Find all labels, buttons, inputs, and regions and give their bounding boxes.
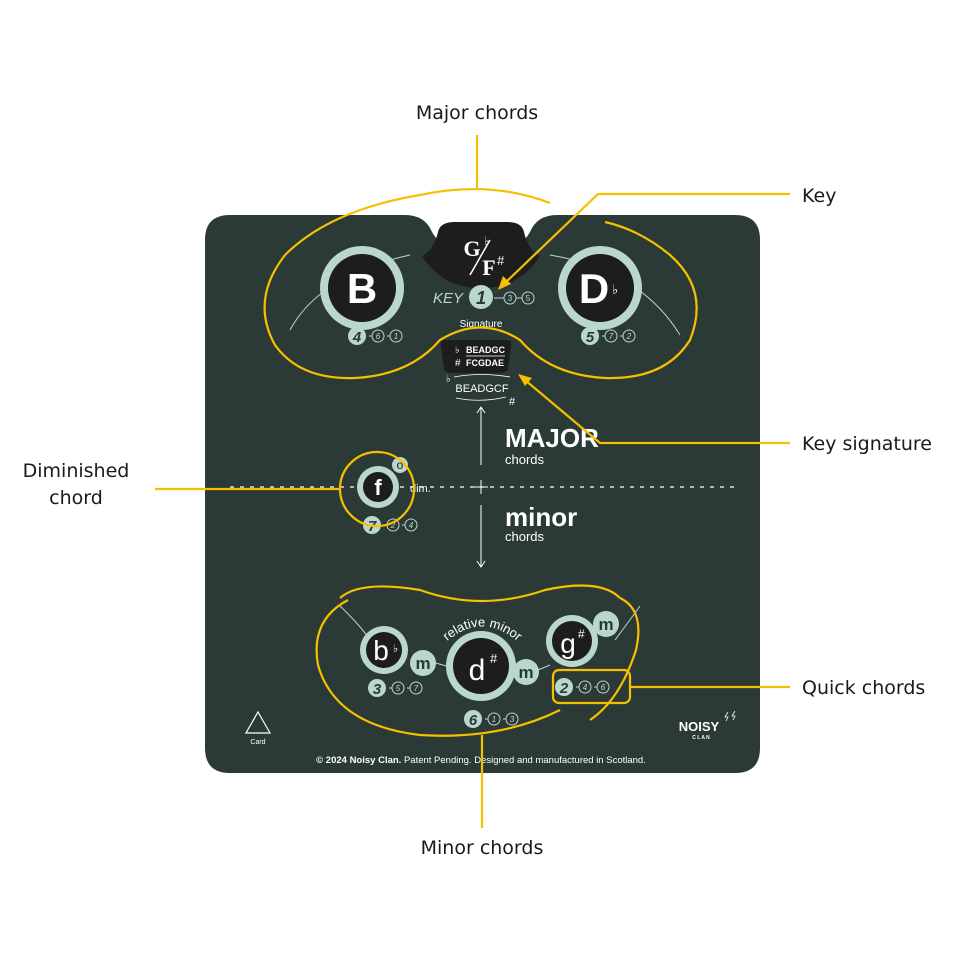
key-degree-1 — [469, 285, 493, 309]
order-flat: ♭ — [446, 374, 451, 385]
minor-outline-right — [589, 597, 640, 721]
order-notes: BEADGCF — [455, 383, 508, 395]
key-tab-top-acc: ♭ — [484, 234, 490, 248]
minor-m: m — [598, 615, 613, 634]
degree: 6 — [469, 712, 478, 729]
footer: © 2024 Noisy Clan. Patent Pending. Desig… — [316, 755, 646, 766]
card — [205, 215, 760, 773]
label-key-signature: Key signature — [802, 433, 932, 455]
key-signature-box — [440, 340, 512, 373]
chord-label: f — [374, 475, 382, 500]
chord-acc: ♭ — [612, 282, 618, 297]
degree: 7 — [609, 332, 614, 341]
degree: 5 — [586, 329, 595, 346]
sharp-order: FCGDAE — [466, 358, 504, 368]
chord-acc: # — [490, 651, 498, 666]
key-tab-bottom-acc: # — [497, 253, 505, 268]
degree: 1 — [394, 332, 398, 341]
bolt-icon — [724, 710, 736, 722]
label-minor-chords: Minor chords — [421, 837, 544, 859]
major-title: MAJOR — [505, 423, 599, 453]
degree: 2 — [626, 332, 632, 341]
degree: 7 — [414, 684, 419, 693]
degree: 1 — [492, 715, 496, 724]
quick-chord-degrees: 6 1 3 — [464, 710, 519, 729]
label-diminished-2: chord — [49, 487, 103, 509]
key-tab-bottom: F — [482, 255, 495, 280]
brand-logo-sub: C L A N — [692, 735, 710, 741]
chord-label: B — [347, 265, 377, 312]
minor-title: minor — [505, 502, 577, 532]
slash — [469, 239, 491, 276]
minor-m: m — [415, 654, 430, 673]
quick-chord-degrees: 4 6 1 — [348, 327, 403, 346]
label-key: Key — [802, 185, 836, 207]
flat-symbol: ♭ — [455, 345, 460, 356]
dim-symbol: o — [397, 458, 404, 472]
quick-chord-degrees: 2 4 6 — [555, 678, 610, 697]
minor-sub: chords — [505, 529, 545, 544]
major-sub: chords — [505, 452, 545, 467]
degree: 3 — [373, 681, 382, 698]
degree: 3 — [510, 715, 515, 724]
degree: 3 — [508, 294, 513, 303]
label-quick-chords: Quick chords — [802, 677, 925, 699]
major-chords-outline — [263, 187, 698, 380]
chord-acc: ♭ — [393, 643, 398, 655]
degree: 4 — [583, 683, 588, 692]
recycle-icon — [244, 710, 272, 734]
sharp-symbol: # — [455, 358, 461, 369]
label-diminished: Diminished — [23, 460, 130, 482]
degree: 6 — [601, 683, 606, 692]
degree: 4 — [352, 329, 362, 346]
flat-order: BEADGC — [466, 345, 506, 355]
annotations — [155, 135, 790, 828]
chord-label: D — [579, 265, 609, 312]
key-label: KEY — [433, 290, 464, 307]
key-tab-top: G — [463, 236, 480, 261]
degree: 5 — [526, 294, 531, 303]
degree: 1 — [476, 288, 486, 308]
order-sharp: # — [509, 396, 516, 408]
degree: 5 — [396, 684, 401, 693]
quick-chord-degrees: 3 5 7 — [368, 679, 423, 698]
quick-chord-degrees: 5 7 2 — [581, 327, 636, 346]
recycle-label: Card — [250, 739, 265, 746]
chord-label: d — [469, 654, 486, 687]
degree: 4 — [409, 521, 414, 530]
chord-label: b — [373, 635, 389, 666]
chord-acc: # — [578, 627, 585, 641]
signature-label: Signature — [460, 319, 503, 330]
dim-label: dim. — [410, 483, 431, 495]
minor-outline-bottom — [315, 599, 561, 737]
degree: 2 — [390, 521, 396, 530]
degree: 2 — [559, 680, 569, 697]
chord-label: g — [560, 628, 576, 659]
degree: 6 — [376, 332, 381, 341]
label-major-chords: Major chords — [416, 102, 538, 124]
minor-m: m — [518, 663, 533, 682]
brand-logo: NOISY — [679, 719, 720, 734]
